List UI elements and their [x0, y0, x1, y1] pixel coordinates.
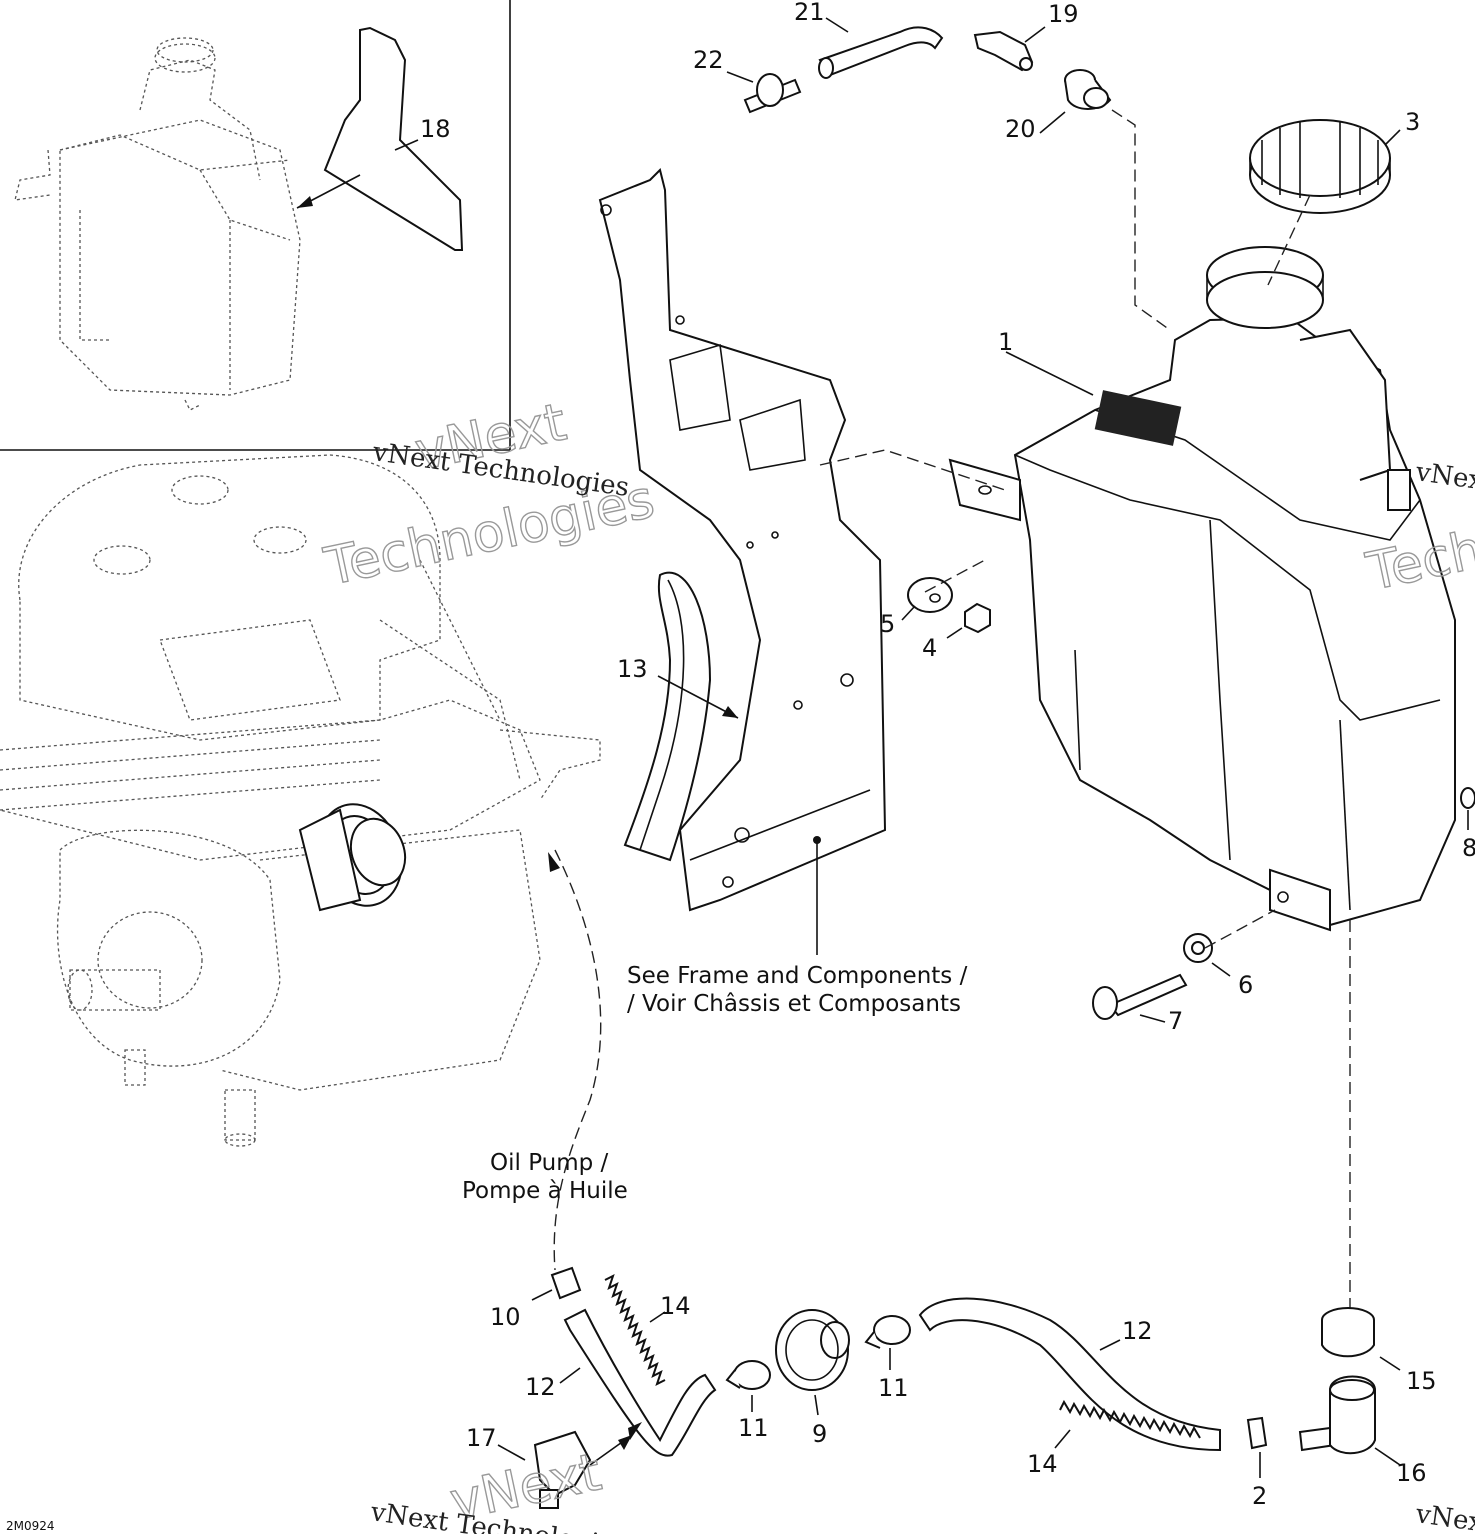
- callout-6: 6: [1238, 971, 1253, 999]
- frame-panel: [598, 168, 887, 912]
- cross-reference-notes: See Frame and Components / / Voir Châssi…: [462, 963, 968, 1204]
- callout-20: 20: [1005, 115, 1036, 143]
- callout-9: 9: [812, 1420, 827, 1448]
- part-6-lock-washer: [1183, 933, 1231, 977]
- part-19-check-valve: [973, 26, 1046, 72]
- part-3-filler-cap: [1249, 119, 1401, 214]
- frame-reference-line-2: / Voir Châssis et Composants: [627, 991, 961, 1017]
- part-22-fitting: [726, 71, 802, 114]
- part-1-oil-tank: [948, 246, 1456, 932]
- part-17-elbow-fitting: [497, 1430, 633, 1509]
- callout-8: 8: [1462, 834, 1475, 862]
- frame-reference-line-1: See Frame and Components /: [627, 963, 968, 989]
- part-16-outlet-fitting: [1298, 1375, 1401, 1466]
- callout-10: 10: [490, 1303, 521, 1331]
- part-12-hose-long: [918, 1297, 1221, 1452]
- callout-3: 3: [1405, 108, 1420, 136]
- part-8-grommet: [1460, 787, 1475, 830]
- inset-oil-tank-drawing: [14, 37, 301, 411]
- callout-16: 16: [1396, 1459, 1427, 1487]
- callout-12-left: 12: [525, 1373, 556, 1401]
- callout-11-left: 11: [738, 1414, 769, 1442]
- part-11-clamp-right: [864, 1315, 911, 1370]
- callout-17: 17: [466, 1424, 497, 1452]
- drawing-code: 2M0924: [6, 1519, 55, 1533]
- part-7-screw: [1092, 973, 1188, 1023]
- part-21-vent-hose: [818, 17, 944, 79]
- part-20-grommet: [1039, 69, 1112, 134]
- part-12-hose-short: [559, 1308, 717, 1457]
- callout-13: 13: [617, 655, 648, 683]
- callout-7: 7: [1168, 1007, 1183, 1035]
- callout-12-right: 12: [1122, 1317, 1153, 1345]
- part-4-nut: [946, 602, 991, 639]
- part-14-spring-left: [604, 1274, 666, 1386]
- inset-frame: [0, 0, 511, 451]
- callout-4: 4: [922, 634, 937, 662]
- callout-1: 1: [998, 328, 1013, 356]
- part-9-filter: [775, 1309, 850, 1416]
- callout-labels: 1 2 3 4 5 6 7 8 9 10 11 11 12 12 13 14 1…: [420, 0, 1475, 1510]
- callout-15: 15: [1406, 1367, 1437, 1395]
- engine-drawing: [0, 454, 601, 1147]
- part-5-washer: [901, 577, 953, 621]
- part-11-clamp-left: [725, 1360, 771, 1412]
- callout-19: 19: [1048, 0, 1079, 28]
- callout-14-left: 14: [660, 1292, 691, 1320]
- callout-11-right: 11: [878, 1374, 909, 1402]
- callout-5: 5: [880, 610, 895, 638]
- assembly-lines: [548, 109, 1351, 1320]
- part-15-grommet: [1321, 1307, 1401, 1371]
- part-13-seal-strip: [623, 571, 821, 955]
- watermark-brand-bottom-right: vNext Technologies: [1413, 1499, 1475, 1534]
- oil-pump-reference-line-2: Pompe à Huile: [462, 1178, 628, 1204]
- part-14-spring-right: [1054, 1399, 1201, 1449]
- callout-22: 22: [693, 46, 724, 74]
- part-10-fitting: [531, 1266, 582, 1301]
- callout-18: 18: [420, 115, 451, 143]
- engine-intake: [298, 803, 407, 912]
- part-18-decal: [296, 26, 464, 251]
- callout-21: 21: [794, 0, 825, 26]
- callout-14-right: 14: [1027, 1450, 1058, 1478]
- callout-2: 2: [1252, 1482, 1267, 1510]
- oil-pump-reference-line-1: Oil Pump /: [490, 1150, 609, 1176]
- part-2-clip: [1246, 1416, 1268, 1478]
